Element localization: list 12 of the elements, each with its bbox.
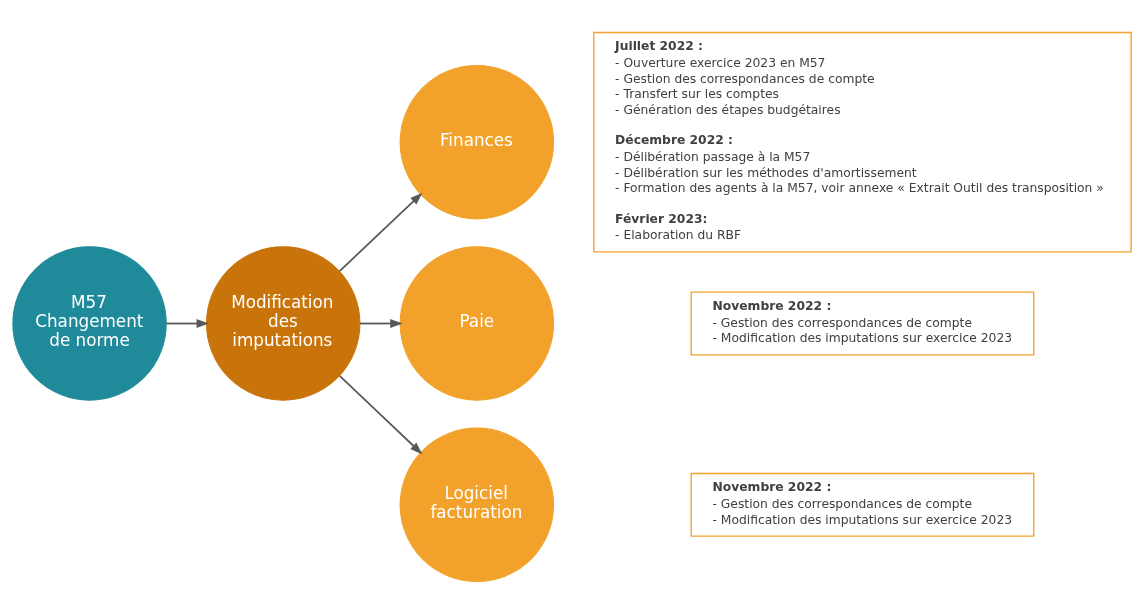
node-circle: M57 Changement de norme [12, 245, 167, 401]
node-circle: Finances [399, 64, 555, 219]
arrow [338, 192, 423, 272]
node-circle: Modification des imputations [205, 245, 361, 401]
node-circle: Paie [399, 245, 555, 401]
node-box: Novembre 2022 : - Gestion des correspondances de compte - Modification des imputations sur exercice 2023 [690, 291, 1035, 356]
arrow [165, 318, 210, 328]
node-box: Juillet 2022 : - Ouverture exercice 2023 en M57 - Gestion des correspondances de compte - Transfert sur les comptes - Génération des étapes budgétaires Décembre 2022 : - Délibération passage à la M57 - Délibération sur les méthodes d'amortissement - Formation des agents à la M57, voir annexe « Extrait Outil des transposition » Février 2023: - Elaboration du RBF [593, 31, 1132, 253]
arrow [338, 374, 423, 454]
arrow [359, 318, 403, 328]
node-circle: Logiciel facturation [399, 427, 555, 582]
node-box: Novembre 2022 : - Gestion des correspondances de compte - Modification des imputations sur exercice 2023 [690, 472, 1035, 537]
